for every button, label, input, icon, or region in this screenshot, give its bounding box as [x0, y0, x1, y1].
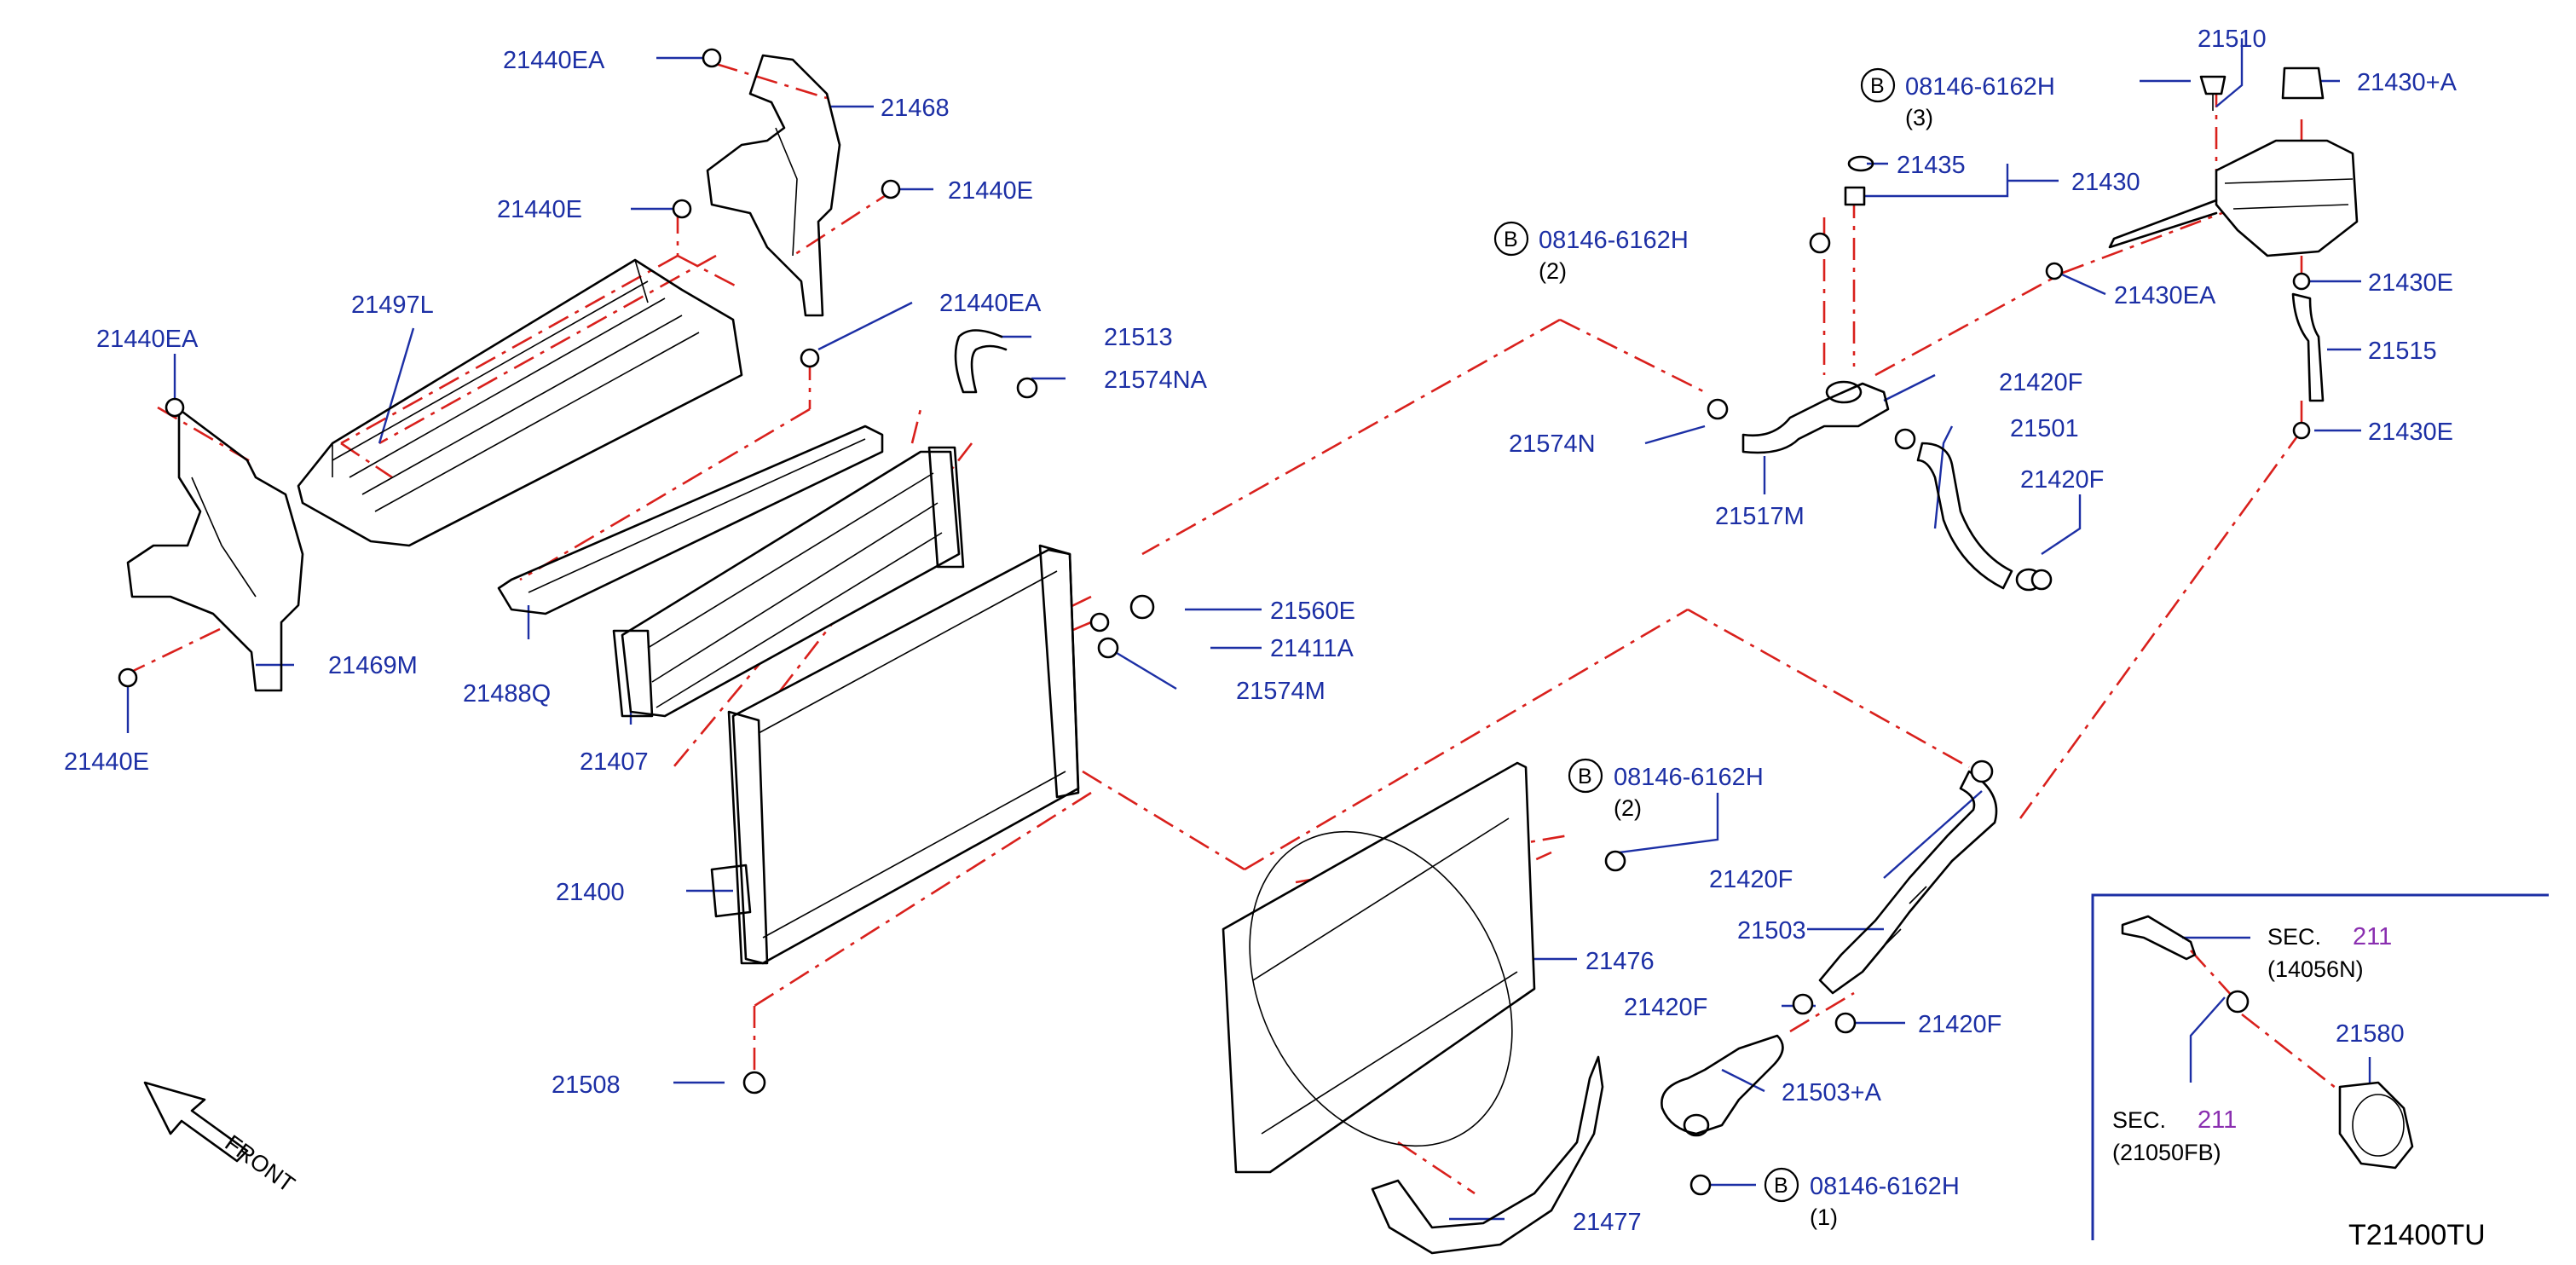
label-21420F: 21420F [1709, 866, 1793, 893]
part-21400-radiator [710, 544, 1080, 965]
part-inset-hose [2121, 915, 2197, 961]
bolt-circle-3: B [1568, 758, 1603, 794]
bolt-quantity: (1) [1810, 1204, 1838, 1230]
label-21503: 21503 [1737, 917, 1806, 944]
label-21517M: 21517M [1715, 503, 1805, 530]
label-21501: 21501 [2010, 415, 2079, 442]
label-21420F: 21420F [1624, 994, 1707, 1021]
bolt-number: 08146-6162H [1905, 73, 2055, 101]
label-21510: 21510 [2198, 26, 2267, 53]
part-21513-hose [954, 329, 1008, 394]
label-21420F: 21420F [1918, 1011, 2001, 1038]
svg-text:B: B [1870, 74, 1885, 98]
part-21468-bracket [706, 54, 841, 317]
sec-prefix: SEC. [2112, 1107, 2166, 1133]
bolt-number: 08146-6162H [1810, 1173, 1960, 1200]
label-21574N: 21574N [1509, 430, 1596, 458]
label-21477: 21477 [1573, 1209, 1642, 1236]
label-21430EA: 21430EA [2114, 282, 2216, 309]
part-21497L-duct [297, 258, 743, 547]
label-21420F: 21420F [2020, 466, 2104, 494]
front-label: FRONT [220, 1130, 299, 1198]
label-21440EA: 21440EA [96, 326, 199, 353]
bolt-circle-2: B [1493, 221, 1529, 257]
label-21440E: 21440E [497, 196, 582, 223]
part-21476-fan-shroud [1222, 761, 1536, 1174]
part-21503-hose [1818, 770, 1998, 995]
sec-number: 211 [2198, 1106, 2237, 1134]
label-21440EA: 21440EA [939, 290, 1042, 317]
part-21503A-hose [1661, 1034, 1784, 1137]
label-21488Q: 21488Q [463, 680, 551, 708]
bolt-quantity: (2) [1539, 258, 1567, 284]
label-21440E: 21440E [64, 748, 149, 776]
label-21400: 21400 [556, 879, 625, 906]
label-21440EA: 21440EA [503, 47, 605, 74]
part-21477-shroud-lower [1371, 1055, 1604, 1255]
label-21468: 21468 [881, 95, 950, 122]
inset-labels: SEC. 211 (14056N) SEC. 211 (21050FB) [2112, 923, 2392, 1165]
bolt-number: 08146-6162H [1614, 764, 1764, 791]
bolt-number: 08146-6162H [1539, 227, 1689, 254]
bolt-circle-4: B [1764, 1167, 1799, 1203]
label-21574NA: 21574NA [1104, 367, 1208, 394]
part-21407-condenser [612, 446, 965, 718]
label-21580: 21580 [2336, 1020, 2405, 1048]
label-21469M: 21469M [328, 652, 418, 679]
label-21503+A: 21503+A [1782, 1079, 1882, 1106]
label-21560E: 21560E [1270, 598, 1355, 625]
fasteners [118, 48, 2311, 1196]
part-21488Q-panel [497, 425, 884, 615]
part-labels: 21440EA 21468 21440E 21440E 21497L 21440… [64, 26, 2458, 1236]
part-21469M-bracket [126, 407, 304, 692]
label-21430+A: 21430+A [2357, 69, 2458, 96]
label-21476: 21476 [1585, 948, 1655, 975]
inset-box [2091, 893, 2549, 1240]
front-arrow: FRONT [143, 1081, 299, 1198]
bolt-circle-1: B [1860, 67, 1896, 103]
sec-reference: (14056N) [2267, 956, 2364, 982]
diagram-id: T21400TU [2348, 1219, 2486, 1251]
label-21515: 21515 [2368, 338, 2437, 365]
label-21411A: 21411A [1270, 635, 1354, 662]
label-21430E: 21430E [2368, 269, 2453, 297]
label-21430: 21430 [2071, 169, 2140, 196]
part-21515-hose [2291, 292, 2325, 402]
label-21440E: 21440E [948, 177, 1033, 205]
label-21435: 21435 [1897, 152, 1966, 179]
sec-number: 211 [2353, 923, 2392, 950]
part-21517M-outlet [1741, 186, 1890, 454]
bolt-labels: 08146-6162H (3) 08146-6162H (2) 08146-61… [1539, 73, 2055, 1230]
sec-reference: (21050FB) [2112, 1140, 2221, 1165]
label-21430E: 21430E [2368, 419, 2453, 446]
bolt-quantity: (3) [1905, 105, 1933, 130]
svg-text:B: B [1578, 765, 1592, 788]
label-21407: 21407 [580, 748, 649, 776]
svg-text:B: B [1504, 228, 1518, 251]
part-21580-thermostat [2338, 1081, 2414, 1170]
label-21508: 21508 [552, 1071, 621, 1099]
label-21497L: 21497L [351, 292, 434, 319]
label-21574M: 21574M [1236, 678, 1326, 705]
label-21420F: 21420F [1999, 369, 2082, 396]
part-21510-reservoir [2108, 66, 2359, 257]
label-21513: 21513 [1104, 324, 1173, 351]
sec-prefix: SEC. [2267, 924, 2321, 950]
svg-text:B: B [1774, 1174, 1788, 1198]
bolt-quantity: (2) [1614, 795, 1642, 821]
